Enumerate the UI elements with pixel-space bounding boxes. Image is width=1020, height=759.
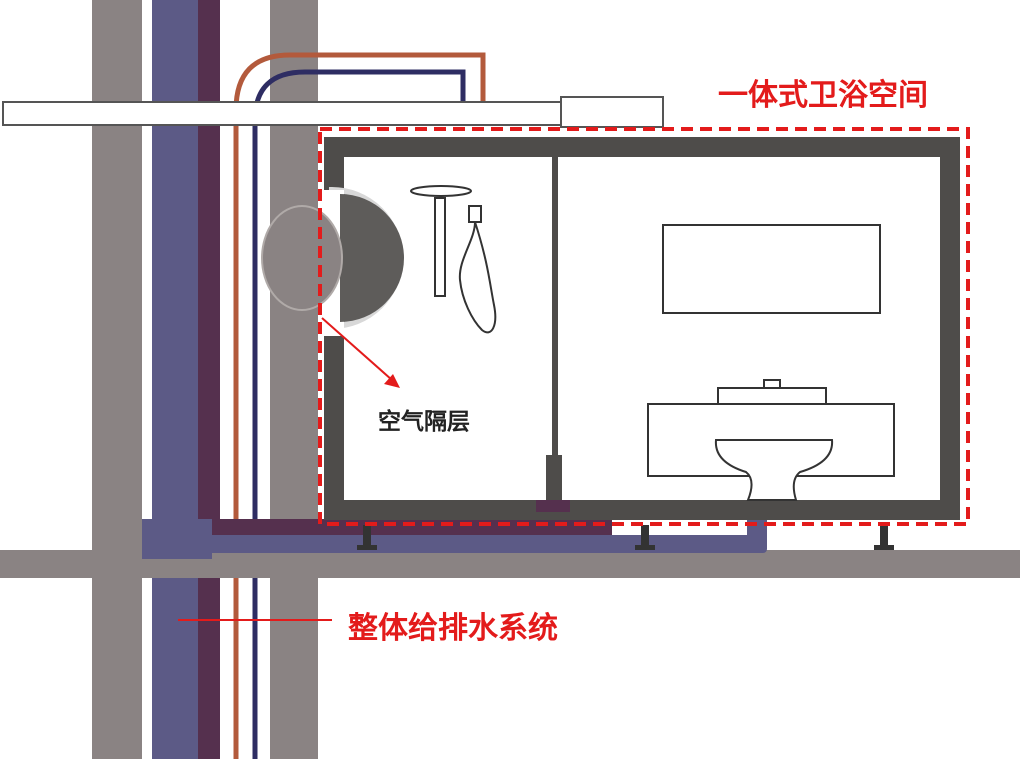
support-foot-3-base xyxy=(874,545,894,550)
air-layer-arrow-head xyxy=(384,374,400,388)
support-foot-1-base xyxy=(357,545,377,550)
support-foot-2 xyxy=(641,525,649,545)
support-foot-1 xyxy=(363,525,371,545)
partition-base xyxy=(546,455,562,500)
shower-holder xyxy=(468,205,482,223)
partition-drain xyxy=(536,500,570,512)
tank-lid xyxy=(717,387,827,405)
shower-hose xyxy=(458,221,497,334)
column-left xyxy=(92,0,142,759)
integrated-bathroom-label: 一体式卫浴空间 xyxy=(718,78,928,113)
air-layer-arrow-line xyxy=(321,317,393,381)
bathroom-dashed-outline xyxy=(318,127,970,526)
air-layer-label: 空气隔层 xyxy=(378,409,470,435)
wall-fixture xyxy=(261,205,343,311)
toilet-bowl xyxy=(714,439,834,501)
shower-head xyxy=(410,185,472,197)
mirror xyxy=(662,224,881,314)
water-system-label: 整体给排水系统 xyxy=(348,611,558,646)
partition-wall xyxy=(552,157,558,457)
drain-stack xyxy=(152,0,198,759)
ceiling-beam xyxy=(2,101,584,126)
ceiling-fan-box xyxy=(560,96,664,128)
drain-branch-pipe xyxy=(205,535,763,553)
shower-rod xyxy=(434,197,446,297)
support-foot-2-base xyxy=(635,545,655,550)
air-layer-disc-front xyxy=(340,194,404,322)
column-right xyxy=(270,0,318,759)
support-foot-3 xyxy=(880,525,888,545)
drain-joint-left xyxy=(142,519,212,559)
